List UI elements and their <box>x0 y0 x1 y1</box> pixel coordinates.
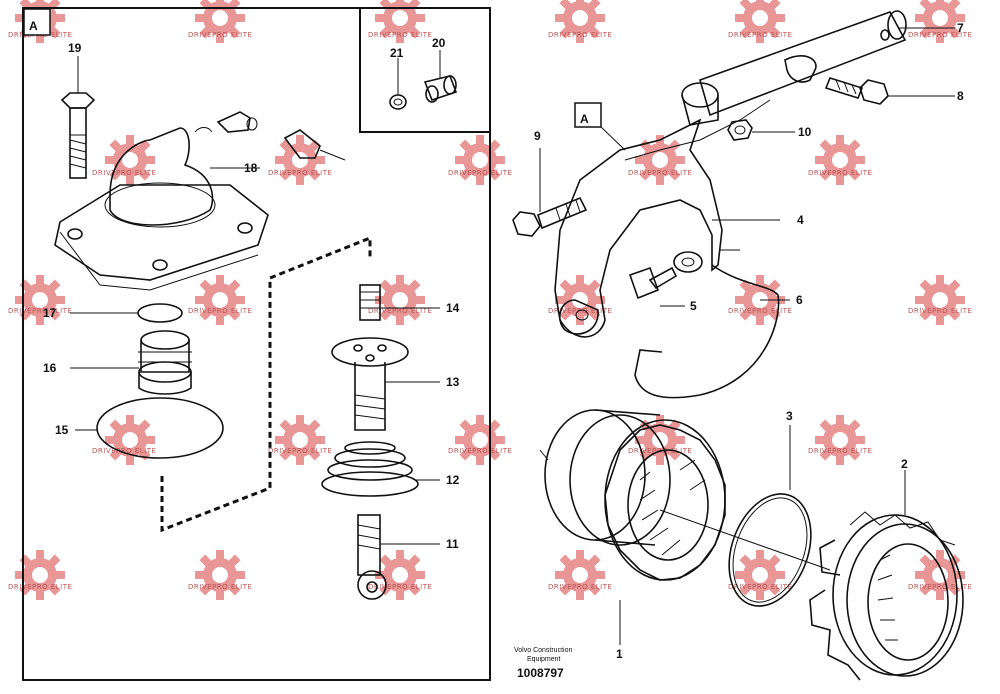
watermark-text: DRIVEPRO ELITE <box>368 31 432 39</box>
watermark-text: DRIVEPRO ELITE <box>188 307 252 315</box>
watermark-text: DRIVEPRO ELITE <box>368 307 432 315</box>
watermark-text: DRIVEPRO ELITE <box>8 307 72 315</box>
label-9: 9 <box>534 129 541 143</box>
part-6-lock-wire <box>634 249 790 399</box>
inset-marker: A <box>29 19 38 33</box>
watermark-text: DRIVEPRO ELITE <box>188 31 252 39</box>
caption-line-1: Volvo Construction <box>514 647 572 654</box>
label-21: 21 <box>390 46 404 60</box>
watermark-text: DRIVEPRO ELITE <box>448 169 512 177</box>
watermark-text: DRIVEPRO ELITE <box>728 31 792 39</box>
watermark-text: DRIVEPRO ELITE <box>728 583 792 591</box>
watermark-text: DRIVEPRO ELITE <box>628 169 692 177</box>
part-18-housing <box>54 111 346 291</box>
part-16-plug <box>70 330 192 395</box>
watermark-text-layer: DRIVEPRO ELITE DRIVEPRO ELITE DRIVEPRO E… <box>8 31 972 591</box>
watermark-text: DRIVEPRO ELITE <box>548 31 612 39</box>
part-5-pin <box>628 251 703 307</box>
part-2-synchronizer-hub <box>809 470 964 681</box>
label-15: 15 <box>55 423 69 437</box>
watermark-text: DRIVEPRO ELITE <box>548 583 612 591</box>
part-3-snap-ring <box>728 425 812 607</box>
caption-line-2: Equipment <box>527 656 561 663</box>
watermark-text: DRIVEPRO ELITE <box>268 169 332 177</box>
part-14-set-screw <box>359 284 440 321</box>
watermark-text: DRIVEPRO ELITE <box>808 169 872 177</box>
watermark-text: DRIVEPRO ELITE <box>908 31 972 39</box>
part-10-nut <box>727 119 795 141</box>
part-21-washer <box>389 58 407 110</box>
label-17: 17 <box>43 306 57 320</box>
part-labels: 19 18 17 16 15 14 13 12 11 21 20 7 8 9 1… <box>43 21 964 661</box>
part-13-spring-seat <box>331 337 440 431</box>
part-12-spring <box>321 441 440 497</box>
watermark-text: DRIVEPRO ELITE <box>8 583 72 591</box>
dashed-connector <box>160 235 372 533</box>
label-13: 13 <box>446 375 460 389</box>
label-3: 3 <box>786 409 793 423</box>
watermark-text: DRIVEPRO ELITE <box>188 583 252 591</box>
callout-marker: A <box>580 112 589 126</box>
inset-marker-box <box>23 8 51 36</box>
part-17-o-ring <box>70 303 183 323</box>
part-8-bolt <box>824 77 955 105</box>
watermark-text: DRIVEPRO ELITE <box>808 447 872 455</box>
watermark-text: DRIVEPRO ELITE <box>908 583 972 591</box>
callout-a: A <box>574 102 626 151</box>
label-14: 14 <box>446 301 460 315</box>
detail-frame-a: A <box>22 7 491 681</box>
part-7-shift-rod <box>699 10 955 117</box>
label-12: 12 <box>446 473 460 487</box>
watermark-text: DRIVEPRO ELITE <box>448 447 512 455</box>
watermark-text: DRIVEPRO ELITE <box>908 307 972 315</box>
label-1: 1 <box>616 647 623 661</box>
part-1-sliding-sleeve <box>539 409 831 645</box>
part-19-bolt <box>60 56 96 179</box>
part-20-plug <box>423 50 458 103</box>
label-4: 4 <box>797 213 804 227</box>
part-9-bolt <box>512 148 588 237</box>
watermark-text: DRIVEPRO ELITE <box>268 447 332 455</box>
watermark-text: DRIVEPRO ELITE <box>92 447 156 455</box>
caption: Volvo Construction Equipment 1008797 <box>514 647 572 680</box>
label-10: 10 <box>798 125 812 139</box>
label-18: 18 <box>244 161 258 175</box>
label-19: 19 <box>68 41 82 55</box>
label-7: 7 <box>957 21 964 35</box>
drawing-number: 1008797 <box>517 666 564 680</box>
callout-marker-box <box>574 102 602 128</box>
label-16: 16 <box>43 361 57 375</box>
part-11-eye-bolt <box>357 514 440 600</box>
label-5: 5 <box>690 299 697 313</box>
watermark-text: DRIVEPRO ELITE <box>548 307 612 315</box>
watermark-text: DRIVEPRO ELITE <box>728 307 792 315</box>
part-4-shift-fork <box>554 82 780 338</box>
label-6: 6 <box>796 293 803 307</box>
watermark-text: DRIVEPRO ELITE <box>368 583 432 591</box>
label-11: 11 <box>446 537 459 551</box>
label-8: 8 <box>957 89 964 103</box>
watermark-text: DRIVEPRO ELITE <box>92 169 156 177</box>
label-2: 2 <box>901 457 908 471</box>
part-15-o-ring <box>75 397 224 459</box>
label-20: 20 <box>432 36 446 50</box>
